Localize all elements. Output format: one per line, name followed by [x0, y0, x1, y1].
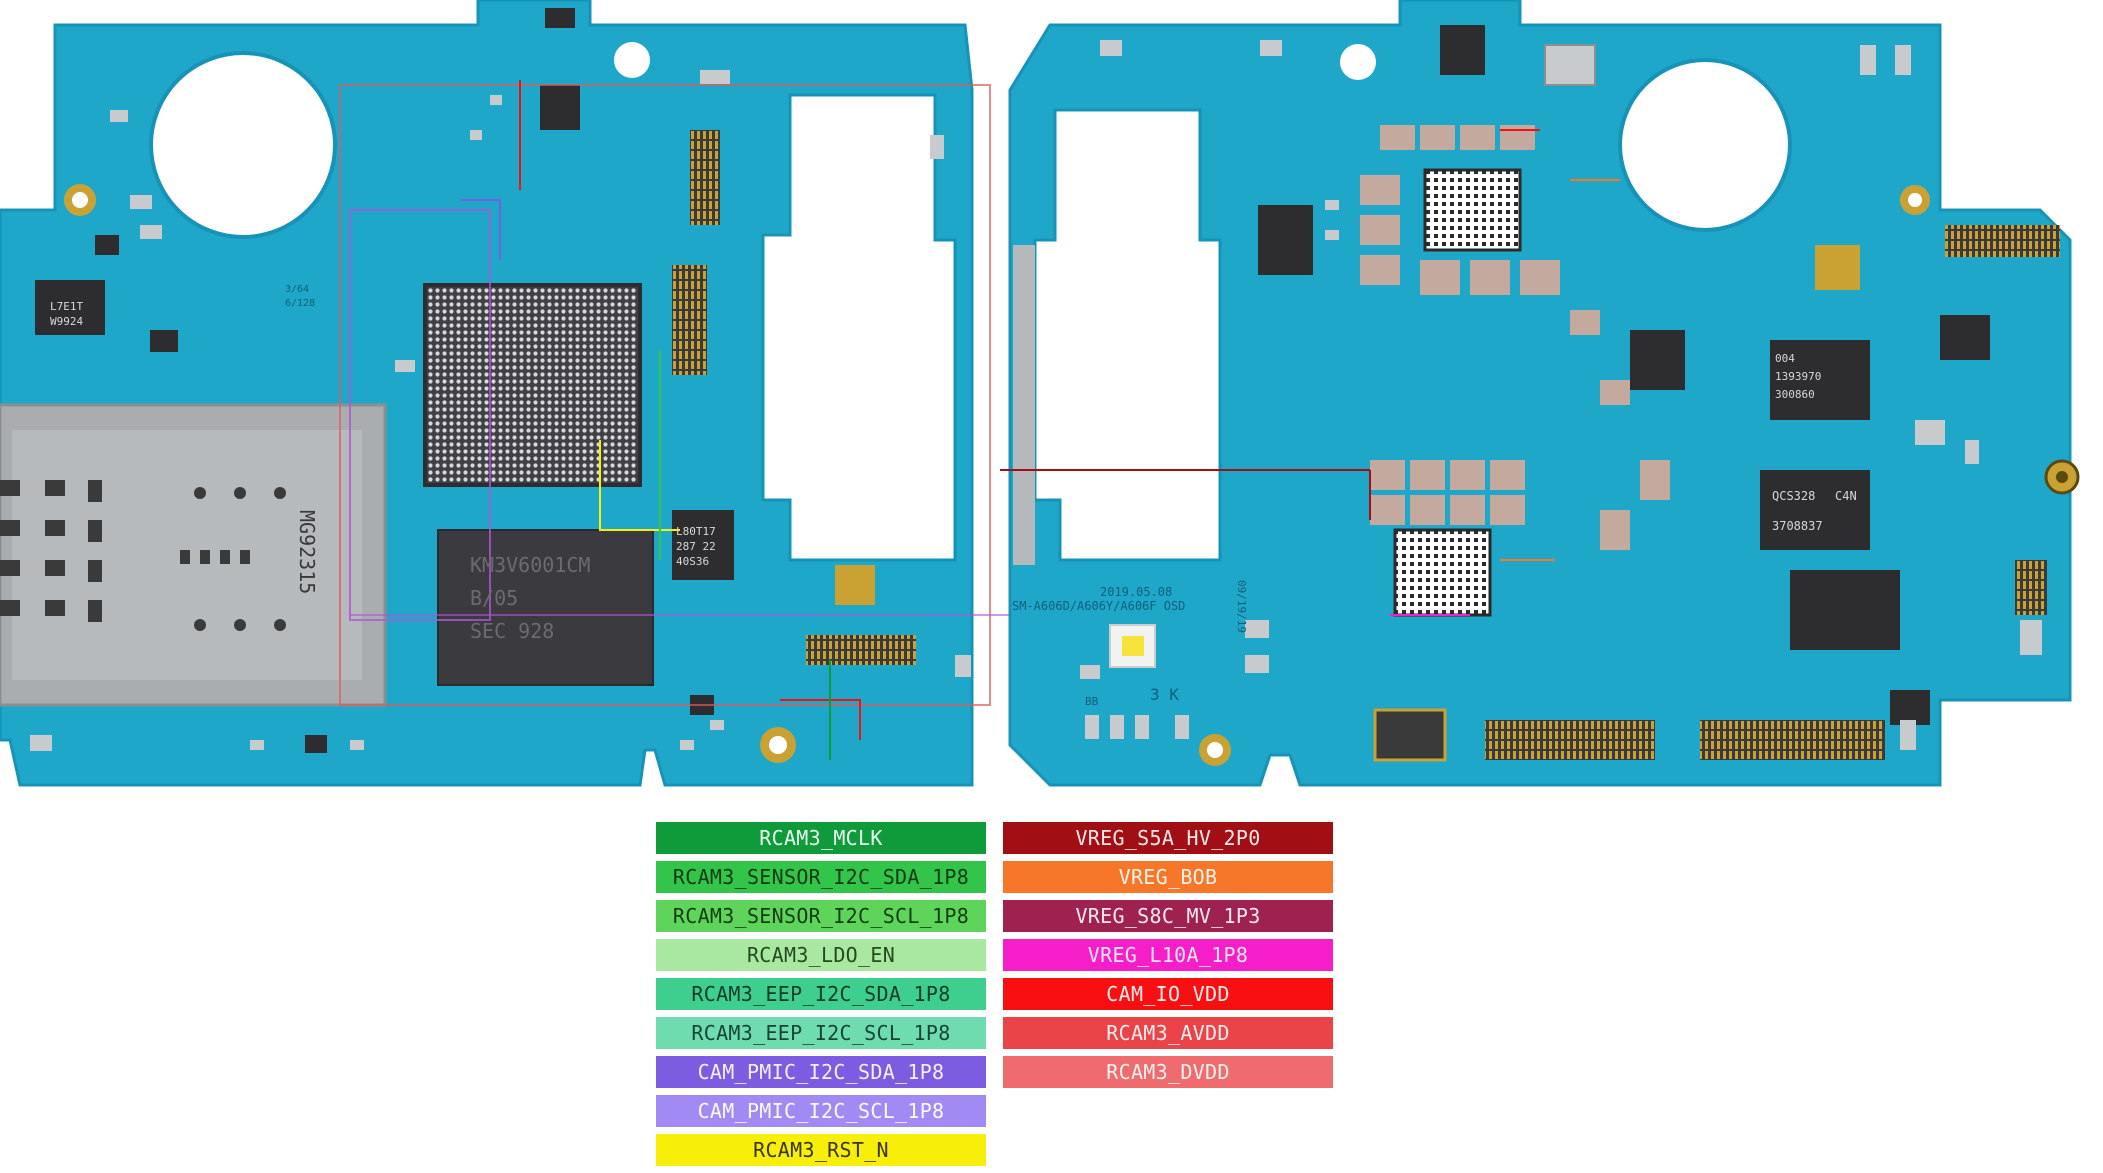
legend-item-cam-pmic-i2c-sda-1p8: CAM_PMIC_I2C_SDA_1P8 [656, 1056, 986, 1088]
left-ic-1 [35, 280, 105, 335]
legend-item-vreg-s5a-hv-2p0: VREG_S5A_HV_2P0 [1003, 822, 1333, 854]
right-board-cutout [1033, 108, 1222, 562]
pcb-board-diagram: L7E1T W9924 3/64 6/128 MG92315 B/05 SEC … [0, 0, 2080, 787]
pmic-mark-2: 3708837 [1772, 519, 1823, 533]
legend-item-cam-pmic-i2c-scl-1p8: CAM_PMIC_I2C_SCL_1P8 [656, 1095, 986, 1127]
memory-chip [437, 529, 654, 686]
right-screw-hole [1340, 44, 1376, 80]
legend-item-rcam3-sensor-i2c-sda-1p8: RCAM3_SENSOR_I2C_SDA_1P8 [656, 861, 986, 893]
memory-mark-b05: B/05 [470, 586, 518, 610]
memory-mark-km: KM3V6001CM [470, 553, 590, 577]
legend-item-rcam3-sensor-i2c-scl-1p8: RCAM3_SENSOR_I2C_SCL_1P8 [656, 900, 986, 932]
silk-3-64: 3/64 [285, 284, 309, 295]
silk-date: 2019.05.08 [1100, 585, 1172, 599]
pmic-mark-3: C4N [1835, 489, 1857, 503]
legend-item-rcam3-eep-i2c-scl-1p8: RCAM3_EEP_I2C_SCL_1P8 [656, 1017, 986, 1049]
right-bga-chip-2 [1393, 528, 1492, 617]
right-connector-2 [1485, 720, 1655, 760]
silk-date-2: 09/19/19 [1235, 580, 1248, 633]
legend-item-rcam3-avdd: RCAM3_AVDD [1003, 1017, 1333, 1049]
legend-item-rcam3-rst-n: RCAM3_RST_N [656, 1134, 986, 1166]
right-ic-2 [1630, 330, 1685, 390]
right-board [1000, 0, 2080, 787]
legend-item-rcam3-eep-i2c-sda-1p8: RCAM3_EEP_I2C_SDA_1P8 [656, 978, 986, 1010]
chip-mark-139: 1393970 [1775, 370, 1821, 383]
left-ic-4 [835, 565, 875, 605]
chip-mark-l7e1t: L7E1T [50, 300, 83, 313]
pmic-mark-1: QCS328 [1772, 489, 1815, 503]
silk-3k: 3 K [1150, 685, 1179, 704]
left-screw-hole [614, 42, 650, 78]
gold-chip [1815, 245, 1860, 290]
sim-mark: MG92315 [295, 510, 319, 594]
left-connector-1 [690, 130, 720, 225]
ic-mark-28722: 287 22 [676, 540, 716, 553]
right-connector-1 [1945, 225, 2060, 257]
ic-mark-40s36: 40S36 [676, 555, 709, 568]
pmic-chip-2 [1760, 470, 1870, 550]
right-ic-4 [1890, 690, 1930, 725]
legend-item-rcam3-ldo-en: RCAM3_LDO_EN [656, 939, 986, 971]
legend-item-cam-io-vdd: CAM_IO_VDD [1003, 978, 1333, 1010]
ic-mark-l80t17: L80T17 [676, 525, 716, 538]
sim-tray [0, 403, 387, 707]
right-connector-5 [2015, 560, 2047, 615]
left-connector-2 [672, 265, 707, 375]
left-board [0, 0, 1320, 787]
memory-mark-sec: SEC 928 [470, 619, 554, 643]
right-ic-3 [1940, 315, 1990, 360]
right-ic-1 [1258, 205, 1313, 275]
left-camera-hole [149, 51, 337, 239]
right-connector-3 [1700, 720, 1885, 760]
metal-strip [1013, 245, 1035, 565]
pmic-chip-1 [1770, 340, 1870, 420]
crystal [1544, 44, 1596, 86]
legend-item-vreg-s8c-mv-1p3: VREG_S8C_MV_1P3 [1003, 900, 1333, 932]
left-connector-3 [806, 635, 916, 665]
chip-mark-w9924: W9924 [50, 315, 83, 328]
pmic-chip-3 [1790, 570, 1900, 650]
left-bga-chip [423, 283, 642, 487]
left-ic-3 [540, 85, 580, 130]
chip-mark-004: 004 [1775, 352, 1795, 365]
legend-item-rcam3-mclk: RCAM3_MCLK [656, 822, 986, 854]
right-camera-hole [1618, 58, 1792, 232]
chip-mark-300860: 300860 [1775, 388, 1815, 401]
silk-bb: BB [1085, 695, 1099, 708]
left-ic-2 [672, 510, 734, 580]
silk-6-128: 6/128 [285, 298, 315, 309]
right-connector-4 [1373, 708, 1447, 762]
right-ic-5 [1440, 25, 1485, 75]
silk-model: SM-A606D/A606Y/A606F OSD [1012, 599, 1185, 613]
legend-item-vreg-l10a-1p8: VREG_L10A_1P8 [1003, 939, 1333, 971]
right-bga-chip-1 [1423, 168, 1522, 252]
legend-item-vreg-bob: VREG_BOB [1003, 861, 1333, 893]
left-board-cutout [761, 93, 957, 562]
legend-item-rcam3-dvdd: RCAM3_DVDD [1003, 1056, 1333, 1088]
